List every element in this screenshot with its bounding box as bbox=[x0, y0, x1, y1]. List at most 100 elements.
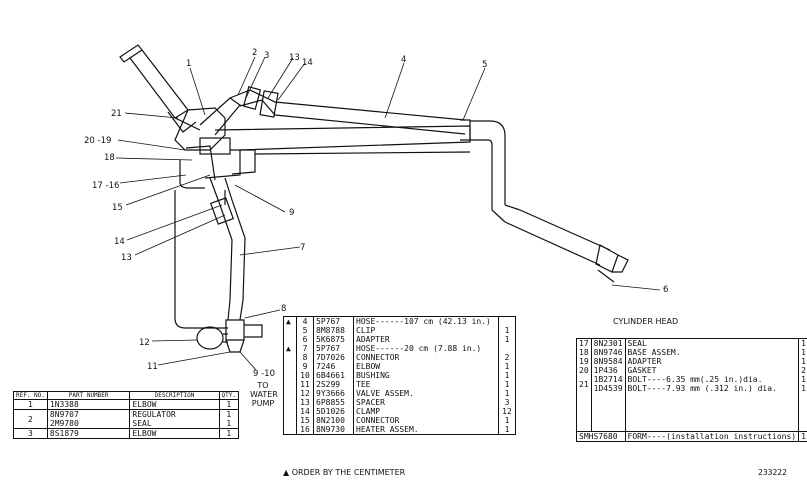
row-part: 1D4539 bbox=[590, 384, 626, 393]
row-ref: 20 bbox=[576, 366, 592, 375]
row-part: 7246 bbox=[313, 362, 354, 371]
row-desc: ELBOW bbox=[129, 428, 220, 439]
table-row: 18 8N9746 BASE ASSEM. 1 bbox=[576, 348, 807, 357]
row-desc: HOSE------107 cm (42.13 in.) bbox=[353, 316, 499, 326]
figure-number: 233222 bbox=[758, 468, 787, 477]
callout-9-10: 9 -10 bbox=[253, 369, 275, 379]
row-ref: 3 bbox=[13, 428, 48, 439]
row-desc: BASE ASSEM. bbox=[624, 348, 799, 357]
row-part: SMHS7680 bbox=[576, 431, 626, 441]
row-desc: BOLT----6.35 mm(.25 in.)dia. bbox=[624, 375, 799, 384]
table-row: 2M9780 SEAL 1 bbox=[14, 419, 240, 429]
row-part: 2S299 bbox=[313, 380, 354, 389]
row-qty: 1 bbox=[218, 399, 240, 410]
callout-14-top: 14 bbox=[302, 58, 313, 68]
callout-5: 5 bbox=[482, 60, 487, 70]
callout-8: 8 bbox=[281, 304, 286, 314]
row-part: 8N9746 bbox=[590, 348, 626, 357]
row-order-mark bbox=[284, 371, 297, 380]
row-part: 8N9707 bbox=[46, 409, 131, 419]
table-row: 17 8N2301 SEAL 1 bbox=[576, 338, 807, 348]
footnote: ▲ ORDER BY THE CENTIMETER bbox=[283, 468, 406, 477]
callout-17-16: 17 -16 bbox=[92, 181, 119, 191]
row-desc: ADAPTER bbox=[624, 357, 799, 366]
table-row: 3 8S1879 ELBOW 1 bbox=[13, 428, 240, 439]
row-qty bbox=[498, 344, 516, 353]
row-part: 6P8855 bbox=[313, 398, 354, 407]
row-qty: 1 bbox=[498, 326, 516, 335]
row-qty: 1 bbox=[498, 380, 516, 389]
row-order-mark: ▲ bbox=[286, 317, 291, 326]
row-ref: 4 bbox=[296, 316, 314, 326]
row-part: 5P767 bbox=[313, 344, 354, 353]
row-qty: 1 bbox=[218, 428, 240, 439]
table-row: 21 1B2714 BOLT----6.35 mm(.25 in.)dia. 1 bbox=[576, 375, 807, 393]
row-desc: ADAPTER bbox=[353, 335, 499, 344]
row-desc: FORM----(installation instructions) bbox=[624, 431, 799, 441]
row-qty: 1 bbox=[798, 348, 807, 357]
pipe-to-cylinder-head bbox=[470, 120, 629, 283]
row-qty: 1 bbox=[218, 409, 240, 419]
row-ref: 18 bbox=[576, 348, 592, 357]
row-part: 8N2301 bbox=[590, 338, 626, 348]
table-row: 1D4539 BOLT----7.93 mm (.312 in.) dia. 1 bbox=[577, 384, 807, 393]
callout-4: 4 bbox=[401, 55, 406, 65]
row-ref: 11 bbox=[296, 380, 314, 389]
header-qty: QTY. bbox=[218, 391, 240, 400]
row-part: 8M8788 bbox=[313, 326, 354, 335]
hose-7 bbox=[209, 177, 263, 353]
row-ref: 15 bbox=[296, 416, 314, 425]
callout-11: 11 bbox=[147, 362, 158, 372]
table-row: 1 1N3388 ELBOW 1 bbox=[13, 399, 240, 410]
row-part: 8N9730 bbox=[313, 425, 354, 435]
row-order-mark bbox=[284, 398, 297, 407]
table-spacer bbox=[576, 393, 807, 431]
row-qty: 1 bbox=[798, 431, 807, 441]
row-qty: 1 bbox=[498, 389, 516, 398]
table-row-form: SMHS7680 FORM----(installation instructi… bbox=[576, 431, 807, 441]
row-part: 1B2714 bbox=[590, 375, 626, 384]
callout-6: 6 bbox=[663, 285, 668, 295]
row-desc: HOSE------20 cm (7.88 in.) bbox=[353, 344, 499, 353]
row-part: 5P767 bbox=[313, 316, 354, 326]
table-row: 20 1P436 GASKET 2 bbox=[576, 366, 807, 375]
row-part: 7D7026 bbox=[313, 353, 354, 362]
leader-lines bbox=[115, 56, 661, 371]
to-water-pump-line-1: TO bbox=[257, 381, 269, 390]
row-ref: 21 bbox=[576, 375, 592, 393]
row-ref: 2 bbox=[13, 409, 48, 429]
hose-4 bbox=[229, 86, 471, 141]
row-desc: SPACER bbox=[353, 398, 499, 407]
callout-1: 1 bbox=[186, 59, 191, 69]
row-part: 8S1879 bbox=[46, 428, 131, 439]
row-desc: VALVE ASSEM. bbox=[353, 389, 499, 398]
callout-21: 21 bbox=[111, 109, 122, 119]
row-part: 5D1026 bbox=[313, 407, 354, 416]
row-order-mark bbox=[284, 362, 297, 371]
row-qty: 1 bbox=[798, 375, 807, 384]
row-order-mark bbox=[284, 416, 297, 425]
row-part: 1N3388 bbox=[46, 399, 131, 410]
row-qty: 1 bbox=[798, 357, 807, 366]
row-ref: 19 bbox=[576, 357, 592, 366]
row-ref: 13 bbox=[296, 398, 314, 407]
row-desc: CONNECTOR bbox=[353, 353, 499, 362]
row-part: 8N9584 bbox=[590, 357, 626, 366]
row-qty bbox=[498, 316, 516, 326]
row-qty: 1 bbox=[798, 384, 807, 393]
row-qty: 1 bbox=[218, 419, 240, 429]
header-part: PART NUMBER bbox=[46, 391, 131, 400]
callout-12: 12 bbox=[139, 338, 150, 348]
row-part: 1P436 bbox=[590, 366, 626, 375]
callout-13-bottom: 13 bbox=[121, 253, 132, 263]
